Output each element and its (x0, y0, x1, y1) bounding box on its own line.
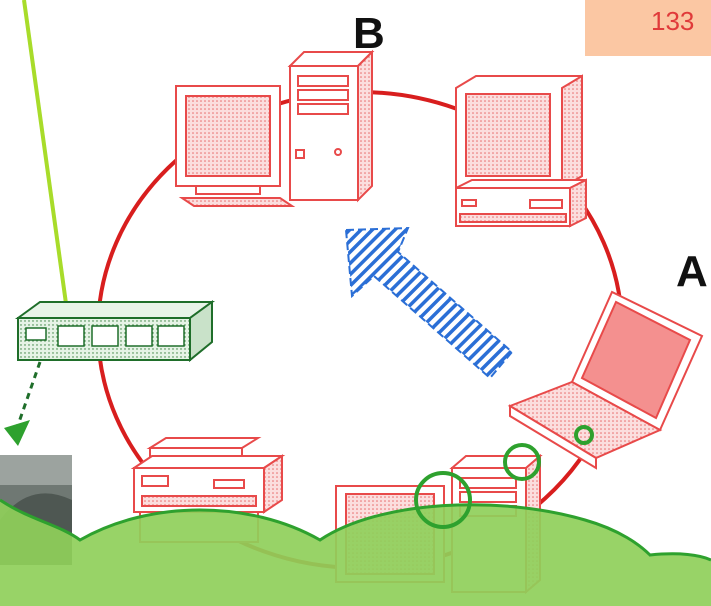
network-switch-icon (14, 300, 216, 363)
computer-top-right-icon (455, 74, 587, 228)
bubble-large (414, 471, 472, 529)
computer-b-icon (175, 49, 375, 207)
green-hill (0, 500, 711, 606)
bubble-small (574, 425, 594, 445)
uplink-line (22, 0, 70, 319)
hatched-arrow-icon (344, 226, 514, 380)
node-label-b: B (353, 9, 385, 58)
dashed-link (16, 361, 42, 426)
node-label-a: A (676, 247, 708, 296)
green-arrowhead-icon (4, 420, 30, 446)
badge-text: 133 (651, 6, 695, 36)
laptop-a-icon (507, 290, 704, 470)
hill-outline (0, 498, 711, 562)
bubble-medium (503, 443, 541, 481)
number-badge: 133 (585, 0, 711, 56)
